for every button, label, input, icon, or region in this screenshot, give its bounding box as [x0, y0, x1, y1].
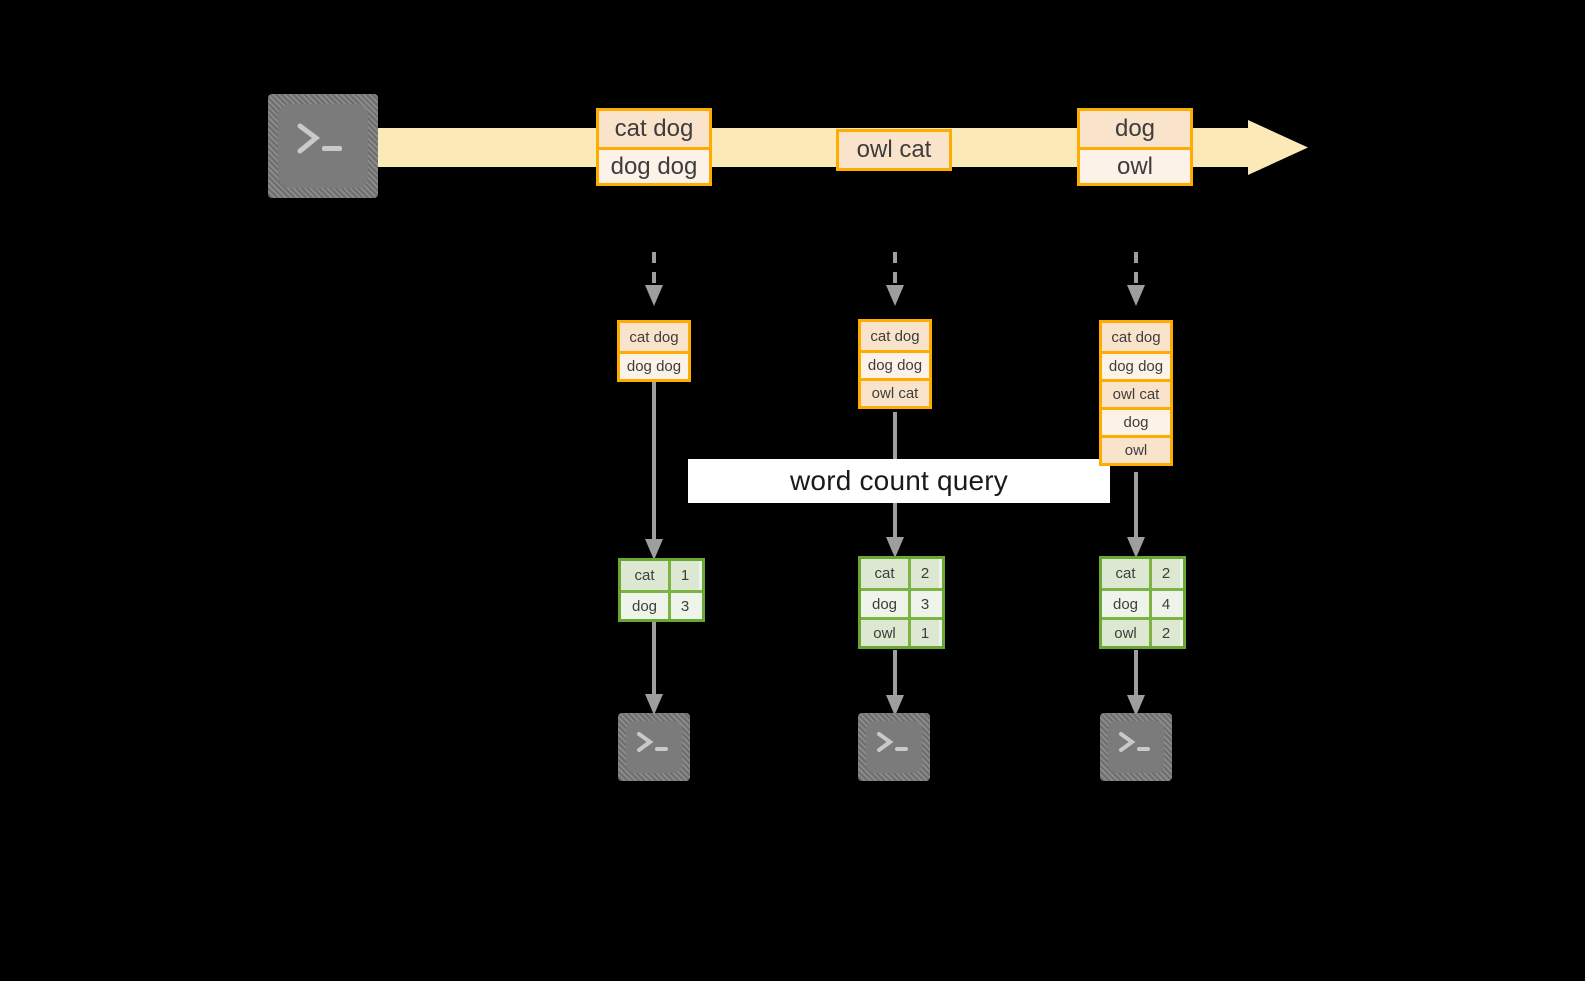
result-count: 3 — [908, 591, 939, 617]
query-banner: word count query — [688, 459, 1110, 503]
result-word: cat — [861, 559, 908, 588]
record-line: dog — [1102, 407, 1170, 435]
record-line: dog — [1080, 111, 1190, 147]
result-word: dog — [1102, 591, 1149, 617]
result-count: 3 — [668, 593, 699, 619]
word-count-result-1: cat 1 dog 3 — [618, 558, 705, 622]
result-count: 2 — [1149, 620, 1180, 646]
accumulated-records-3: cat dog dog dog owl cat dog owl — [1099, 320, 1173, 466]
query-banner-label: word count query — [790, 465, 1008, 496]
record-line: owl — [1102, 435, 1170, 463]
record-line: cat dog — [1102, 323, 1170, 351]
accumulated-records-1: cat dog dog dog — [617, 320, 691, 382]
table-row: cat 1 — [621, 561, 702, 590]
record-line: owl — [1080, 147, 1190, 183]
word-count-result-2: cat 2 dog 3 owl 1 — [858, 556, 945, 649]
result-word: cat — [621, 561, 668, 590]
process-arrow-3-icon — [1126, 472, 1146, 560]
terminal-prompt-glyph — [877, 732, 908, 752]
record-line: dog dog — [620, 351, 688, 379]
output-arrow-3-icon — [1126, 650, 1146, 718]
result-count: 2 — [1149, 559, 1180, 588]
record-line: dog dog — [599, 147, 709, 183]
terminal-screen — [1108, 721, 1164, 773]
sink-terminal-2-icon — [858, 713, 930, 781]
terminal-prompt-glyph — [1119, 732, 1150, 752]
result-word: owl — [861, 620, 908, 646]
dashed-down-arrow-icon — [1126, 252, 1146, 312]
record-line: dog dog — [861, 350, 929, 378]
stream-batch-1: cat dog dog dog — [596, 108, 712, 186]
record-line: dog dog — [1102, 351, 1170, 379]
output-arrow-2-icon — [885, 650, 905, 718]
stream-batch-2: owl cat — [836, 129, 952, 171]
result-count: 4 — [1149, 591, 1180, 617]
result-count: 2 — [908, 559, 939, 588]
table-row: dog 3 — [621, 590, 702, 619]
accumulated-records-2: cat dog dog dog owl cat — [858, 319, 932, 409]
record-line: cat dog — [620, 323, 688, 351]
terminal-screen — [866, 721, 922, 773]
table-row: owl 1 — [861, 617, 942, 646]
record-line: cat dog — [861, 322, 929, 350]
record-line: owl cat — [861, 378, 929, 406]
stream-batch-3: dog owl — [1077, 108, 1193, 186]
result-count: 1 — [668, 561, 699, 590]
table-row: cat 2 — [1102, 559, 1183, 588]
record-line: cat dog — [599, 111, 709, 147]
dashed-down-arrow-icon — [885, 252, 905, 312]
record-line: owl cat — [1102, 379, 1170, 407]
table-row: dog 3 — [861, 588, 942, 617]
result-word: dog — [621, 593, 668, 619]
terminal-screen — [278, 104, 368, 188]
sink-terminal-3-icon — [1100, 713, 1172, 781]
result-count: 1 — [908, 620, 939, 646]
terminal-prompt-glyph — [637, 732, 668, 752]
terminal-prompt-glyph — [297, 123, 342, 154]
source-terminal-icon — [268, 94, 378, 198]
result-word: cat — [1102, 559, 1149, 588]
terminal-screen — [626, 721, 682, 773]
word-count-result-3: cat 2 dog 4 owl 2 — [1099, 556, 1186, 649]
table-row: owl 2 — [1102, 617, 1183, 646]
result-word: dog — [861, 591, 908, 617]
table-row: cat 2 — [861, 559, 942, 588]
result-word: owl — [1102, 620, 1149, 646]
output-arrow-1-icon — [644, 622, 664, 717]
process-arrow-1-icon — [644, 382, 664, 562]
dashed-down-arrow-icon — [644, 252, 664, 312]
sink-terminal-1-icon — [618, 713, 690, 781]
table-row: dog 4 — [1102, 588, 1183, 617]
record-line: owl cat — [839, 132, 949, 168]
